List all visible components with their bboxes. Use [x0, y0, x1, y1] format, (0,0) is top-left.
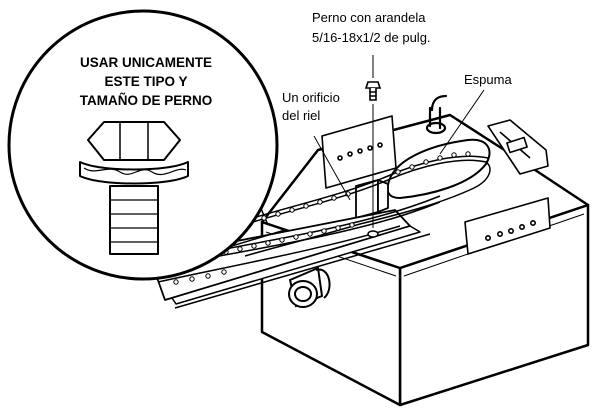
mounting-bracket	[464, 197, 551, 255]
leader-lines	[313, 55, 485, 228]
chain-upper	[239, 155, 491, 257]
callout-title-line2: ESTE TIPO Y	[104, 74, 188, 89]
bolt-label-line1: Perno con arandela	[312, 10, 426, 25]
chain-rivets	[167, 151, 471, 285]
callout-title-line1: USAR UNICAMENTE	[79, 55, 212, 70]
foam-label: Espuma	[464, 72, 512, 87]
callout-title-line3: TAMAÑO DE PERNO	[79, 93, 213, 108]
power-cord	[425, 94, 448, 135]
bolt-with-washer	[364, 81, 382, 101]
rail-hole-label-line2: del riel	[282, 108, 321, 123]
enlarged-bolt	[79, 121, 189, 255]
rail-hole-label-line1: Un orificio	[282, 90, 340, 105]
rail-bolt-hole	[367, 230, 379, 238]
foam-pad	[386, 138, 491, 199]
bolt-label-line2: 5/16-18x1/2 de pulg.	[312, 30, 431, 45]
back-bracket	[487, 119, 549, 175]
gear-knob	[288, 266, 331, 308]
